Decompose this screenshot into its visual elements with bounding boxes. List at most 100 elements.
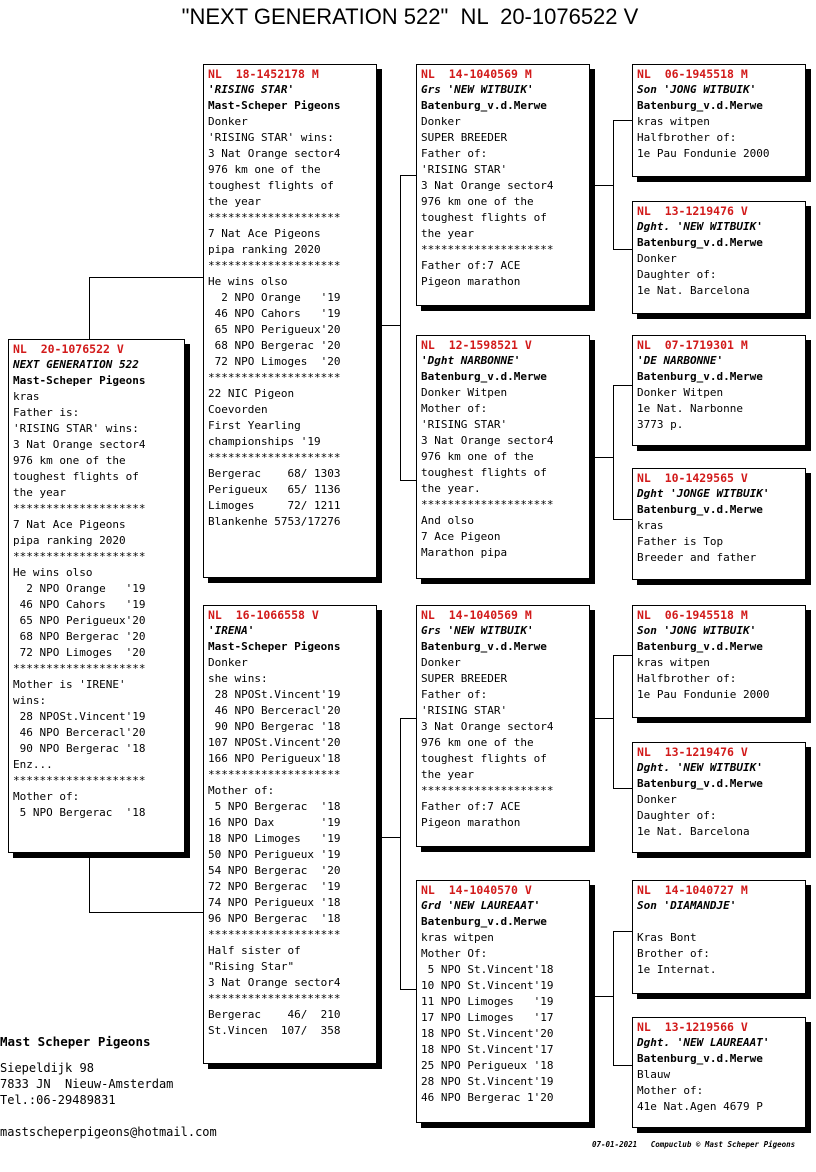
info-line: 3 Nat Orange sector4: [208, 147, 341, 160]
info-line: He wins olso: [13, 566, 93, 579]
breeder-name: Batenburg_v.d.Merwe: [421, 640, 547, 653]
info-line: Donker: [421, 115, 461, 128]
breeder-name: Batenburg_v.d.Merwe: [637, 640, 763, 653]
connector-line: [589, 185, 614, 186]
info-line: 7 Nat Ace Pigeons: [208, 227, 321, 240]
info-line: 'RISING STAR' wins:: [208, 131, 334, 144]
connector-line: [89, 277, 90, 341]
info-line: ********************: [208, 928, 341, 941]
info-line: toughest flights of: [208, 179, 334, 192]
breeder-name: Batenburg_v.d.Merwe: [421, 915, 547, 928]
info-line: Halfbrother of:: [637, 131, 737, 144]
info-line: Mother of:: [637, 1084, 704, 1097]
info-line: Donker: [208, 656, 248, 669]
info-line: Donker: [637, 252, 677, 265]
info-line: [637, 914, 805, 930]
info-line: 90 NPO Bergerac '18: [13, 742, 146, 755]
info-line: 68 NPO Bergerac '20: [208, 339, 341, 352]
info-line: 50 NPO Perigueux '19: [208, 848, 341, 861]
connector-line: [400, 175, 401, 481]
info-line: 46 NPO Berceracl'20: [208, 704, 341, 717]
info-line: Half sister of: [208, 944, 301, 957]
info-line: 68 NPO Bergerac '20: [13, 630, 146, 643]
info-line: Brother of:: [637, 947, 710, 960]
info-line: 17 NPO Limoges '17: [421, 1011, 554, 1024]
owner-block: Mast Scheper Pigeons Siepeldijk 98 7833 …: [0, 1034, 217, 1140]
info-line: 1e Internat.: [637, 963, 717, 976]
info-line: Breeder and father: [637, 551, 757, 564]
info-line: 'RISING STAR': [421, 163, 508, 176]
connector-line: [400, 480, 417, 481]
connector-line: [613, 931, 614, 1066]
ring-number: NL 18-1452178 M: [208, 67, 319, 81]
connector-line: [400, 718, 401, 990]
info-line: 46 NPO Bergerac 1'20: [421, 1091, 554, 1104]
info-line: 7 Ace Pigeon: [421, 530, 501, 543]
info-line: 74 NPO Perigueux '18: [208, 896, 341, 909]
info-line: championships '19: [208, 435, 321, 448]
info-line: Father of:: [421, 688, 488, 701]
connector-line: [613, 120, 614, 250]
info-line: St.Vincen 107/ 358: [208, 1024, 341, 1037]
info-line: Mother of:: [13, 790, 80, 803]
info-line: Blankenhe 5753/17276: [208, 515, 341, 528]
info-line: 1e Nat. Narbonne: [637, 402, 743, 415]
ring-number: NL 10-1429565 V: [637, 471, 748, 485]
info-line: the year: [208, 195, 261, 208]
info-line: 1e Nat. Barcelona: [637, 284, 750, 297]
info-line: 1e Pau Fondunie 2000: [637, 147, 770, 160]
info-line: Coevorden: [208, 403, 268, 416]
pigeon-name: Son 'JONG WITBUIK': [637, 83, 757, 96]
pigeon-name: 'DE NARBONNE': [637, 354, 724, 367]
ring-number: NL 13-1219476 V: [637, 204, 748, 218]
ring-number: NL 07-1719301 M: [637, 338, 748, 352]
info-line: kras witpen: [637, 656, 710, 669]
ring-number: NL 13-1219566 V: [637, 1020, 748, 1034]
info-line: 976 km one of the: [208, 163, 321, 176]
info-line: kras: [13, 390, 40, 403]
info-line: 28 NPOSt.Vincent'19: [13, 710, 146, 723]
info-line: 65 NPO Perigueux'20: [13, 614, 146, 627]
connector-line: [400, 175, 417, 176]
pigeon-name: Dght. 'NEW LAUREAAT': [637, 1036, 770, 1049]
info-line: ********************: [208, 259, 341, 272]
info-line: 3773 p.: [637, 418, 684, 431]
info-line: 3 Nat Orange sector4: [13, 438, 146, 451]
info-line: Pigeon marathon: [421, 275, 521, 288]
info-line: Father is:: [13, 406, 80, 419]
info-line: 5 NPO Bergerac '18: [208, 800, 341, 813]
breeder-name: Batenburg_v.d.Merwe: [421, 370, 547, 383]
connector-line: [376, 325, 401, 326]
info-line: Father of:7 ACE: [421, 259, 521, 272]
breeder-name: Mast-Scheper Pigeons: [208, 99, 341, 112]
ring-number: NL 14-1040570 V: [421, 883, 532, 897]
breeder-name: Batenburg_v.d.Merwe: [637, 236, 763, 249]
connector-line: [589, 996, 614, 997]
info-line: Donker Witpen: [637, 386, 724, 399]
info-line: Enz...: [13, 758, 53, 771]
pigeon-name: Grs 'NEW WITBUIK': [421, 83, 534, 96]
info-line: ********************: [208, 768, 341, 781]
info-line: 'RISING STAR' wins:: [13, 422, 139, 435]
info-line: Mother is 'IRENE': [13, 678, 126, 691]
info-line: 28 NPOSt.Vincent'19: [208, 688, 341, 701]
info-line: 72 NPO Limoges '20: [13, 646, 146, 659]
pedigree-card-fmf: NL 07-1719301 M'DE NARBONNE'Batenburg_v.…: [632, 335, 806, 446]
info-line: 107 NPOSt.Vincent'20: [208, 736, 341, 749]
info-line: Mother Of:: [421, 947, 488, 960]
info-line: 1e Nat. Barcelona: [637, 825, 750, 838]
info-line: 2 NPO Orange '19: [13, 582, 146, 595]
pigeon-name: Son 'DIAMANDJE': [637, 899, 737, 912]
info-line: 976 km one of the: [13, 454, 126, 467]
info-line: Daughter of:: [637, 268, 717, 281]
info-line: 10 NPO St.Vincent'19: [421, 979, 554, 992]
info-line: Mother of:: [421, 402, 488, 415]
info-line: 18 NPO St.Vincent'20: [421, 1027, 554, 1040]
ring-number: NL 06-1945518 M: [637, 608, 748, 622]
